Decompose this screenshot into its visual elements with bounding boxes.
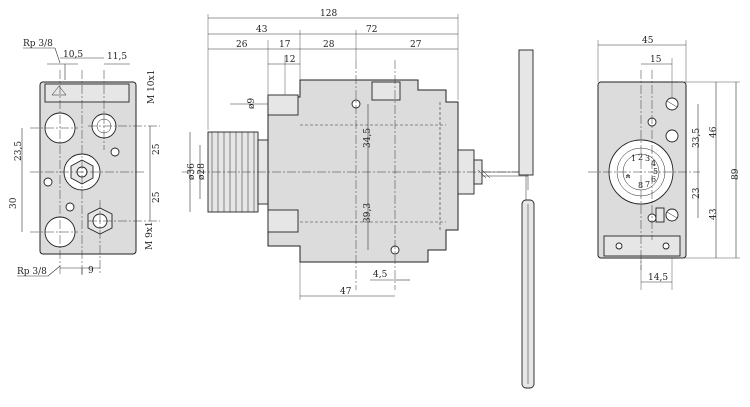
side-view-body: [267, 79, 459, 263]
dim-25-a: 25: [152, 143, 162, 155]
svg-text:1: 1: [631, 154, 636, 163]
screw-a: [43, 177, 53, 187]
top-fitting-a: [267, 94, 299, 116]
dim-34-5: 34,5: [363, 128, 373, 148]
label-rp-bottom: Rp 3/8: [17, 267, 47, 277]
dim-30: 30: [9, 197, 19, 209]
dim-25-b: 25: [152, 191, 162, 203]
dim-9: 9: [88, 266, 94, 276]
svg-text:7: 7: [645, 180, 650, 189]
dim-72: 72: [366, 25, 377, 35]
side-view: 128 43 72 26 17 28 27 12 ø9 ø36 ø28 34,5…: [182, 9, 535, 389]
dim-128: 128: [320, 9, 337, 19]
thread-m10: M 10x1: [147, 70, 157, 104]
right-view: 1 2 3 4 5 6 7 8 45 15 89: [588, 36, 741, 290]
thread-m9: M 9x1: [145, 221, 155, 250]
dim-23: 23: [692, 187, 702, 199]
dim-33-5: 33,5: [692, 128, 702, 148]
dim-28: 28: [323, 40, 335, 50]
right-view-plate: [603, 235, 681, 257]
dim-39-3: 39,3: [363, 203, 373, 223]
arrow-marker-icon: [51, 85, 67, 96]
capillary-upper: [518, 49, 534, 176]
svg-text:3: 3: [645, 154, 650, 163]
dim-27: 27: [410, 40, 422, 50]
svg-text:4: 4: [651, 159, 656, 168]
svg-text:6: 6: [651, 175, 656, 184]
dia-28: ø28: [197, 163, 207, 180]
dim-47: 47: [340, 287, 352, 297]
dim-26: 26: [236, 40, 248, 50]
dim-15: 15: [650, 55, 662, 65]
top-fitting-b: [371, 81, 401, 101]
left-view: Rp 3/8 10,5 11,5 25 25 M 10x1 M 9x1 23,5…: [9, 39, 162, 277]
dia-9: ø9: [247, 98, 257, 109]
label-rp-top: Rp 3/8: [23, 39, 53, 49]
dim-11-5: 11,5: [107, 52, 127, 62]
dim-43-right: 43: [709, 208, 719, 220]
dim-43: 43: [256, 25, 268, 35]
dim-14-5: 14,5: [648, 273, 668, 283]
dim-4-5: 4,5: [373, 270, 388, 280]
rear-screw-mid: [665, 129, 679, 143]
dim-10-5: 10,5: [63, 50, 83, 60]
screw-c: [65, 202, 75, 212]
svg-text:2: 2: [638, 153, 643, 162]
plate-hole-left: [615, 242, 623, 250]
dim-17: 17: [279, 40, 291, 50]
svg-text:8: 8: [638, 181, 643, 190]
dia-36: ø36: [187, 163, 197, 180]
dim-23-5: 23,5: [14, 141, 24, 161]
bottom-fitting: [267, 209, 299, 233]
dial-star-icon: [625, 173, 631, 179]
dim-46: 46: [709, 126, 719, 138]
left-view-top-flange: [44, 83, 130, 103]
dim-89: 89: [731, 168, 741, 180]
svg-text:5: 5: [653, 167, 658, 176]
screw-b: [110, 147, 120, 157]
dim-12: 12: [284, 55, 295, 65]
dial-numbers: 1 2 3 4 5 6 7 8: [631, 153, 658, 190]
dim-45: 45: [642, 36, 654, 46]
plate-hole-right: [662, 242, 670, 250]
